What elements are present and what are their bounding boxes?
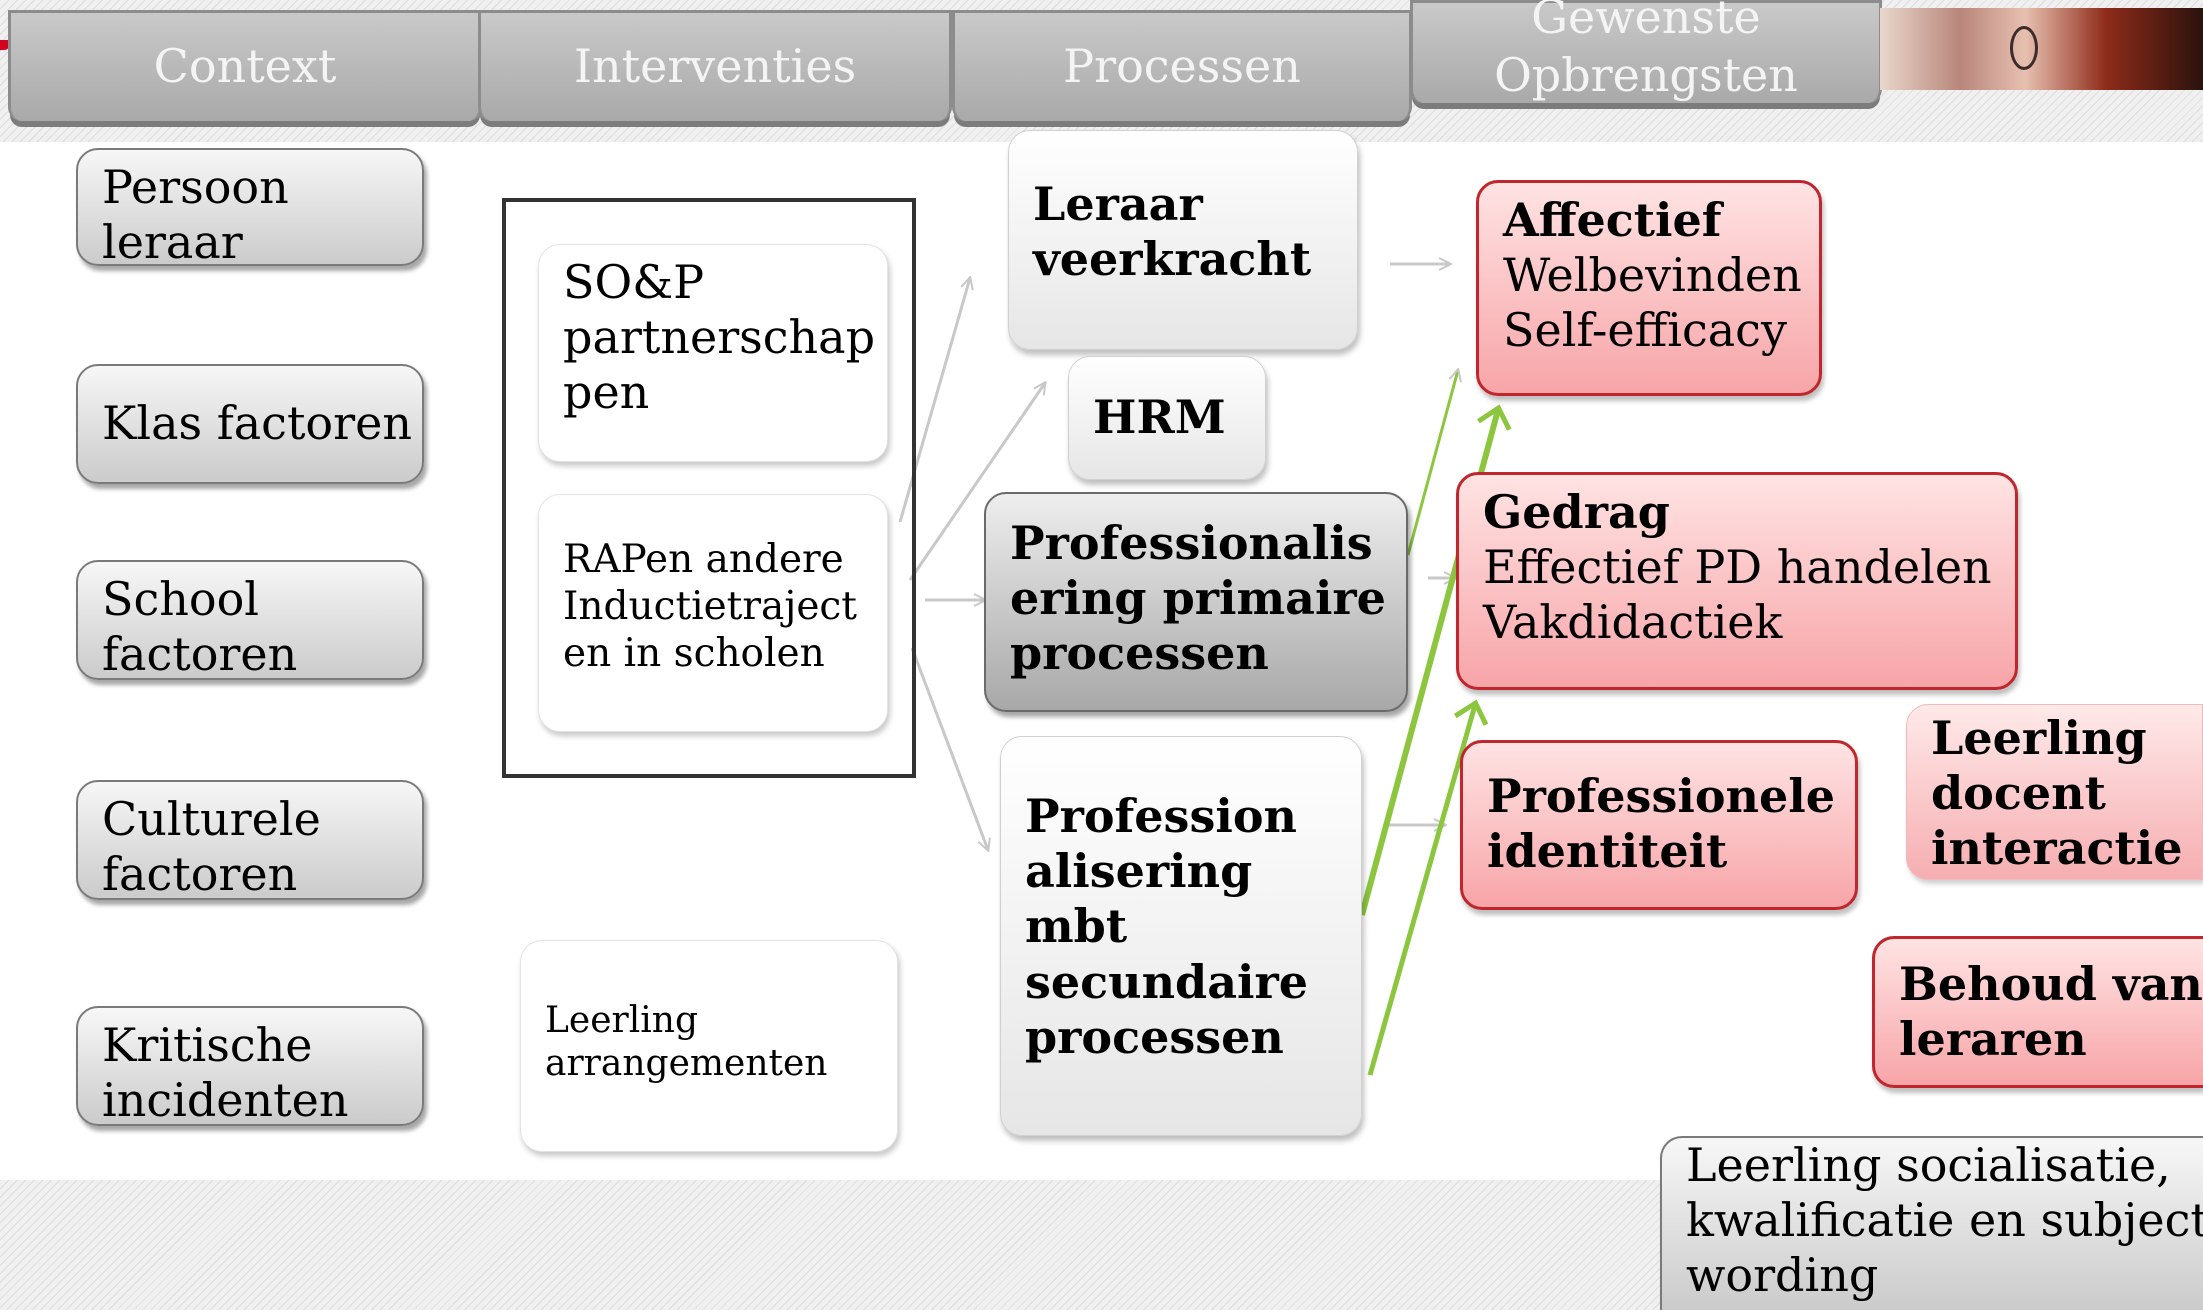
process-hrm: HRM xyxy=(1068,356,1266,480)
header-photo xyxy=(1880,8,2203,90)
intervention-label-line: RAPen andere xyxy=(563,537,844,582)
intervention-label-line: partnerschap xyxy=(563,310,876,365)
intervention-sop-partnerschappen: SO&P partnerschap pen xyxy=(538,244,888,462)
outcome-title: Affectief xyxy=(1503,193,1722,247)
process-label-line: Profession xyxy=(1025,789,1297,843)
arrow-to-hrm xyxy=(908,383,1045,581)
intervention-label-line: pen xyxy=(563,365,650,420)
tab-gewenste-opbrengsten: Gewenste Opbrengsten xyxy=(1410,0,1882,103)
outcome-label-line: interactie xyxy=(1931,821,2183,876)
context-label-line: School xyxy=(102,572,260,626)
tab-context: Context xyxy=(8,10,482,121)
intervention-label-line: SO&P xyxy=(563,255,705,309)
outcome-affectief: Affectief Welbevinden Self-efficacy xyxy=(1476,180,1822,396)
growth-arrow-second xyxy=(1367,699,1489,1076)
outcome-gedrag: Gedrag Effectief PD handelen Vakdidactie… xyxy=(1456,472,2018,690)
outcome-label-line: leraren xyxy=(1899,1012,2087,1067)
context-persoon-leraar: Persoon leraar xyxy=(76,148,424,269)
outcome-label-line: Behoud van xyxy=(1899,957,2203,1011)
context-label-line: Culturele xyxy=(102,792,321,846)
outcome-label-line: identiteit xyxy=(1487,824,1728,879)
process-label-line: mbt xyxy=(1025,899,1128,954)
process-leraar-veerkracht: Leraar veerkracht xyxy=(1008,130,1358,350)
outcome-label-line: kwalificatie en subject xyxy=(1686,1193,2203,1248)
arrow-primair-affectief xyxy=(1406,370,1458,556)
intervention-rap-inductietrajecten: RAPen andere Inductietraject en in schol… xyxy=(538,494,888,732)
outcome-item: Welbevinden xyxy=(1503,248,1802,303)
tab-opbrengsten-line-2: Opbrengsten xyxy=(1494,47,1798,102)
outcome-label-line: docent xyxy=(1931,766,2106,821)
intervention-leerling-arrangementen: Leerling arrangementen xyxy=(520,940,898,1152)
context-kritische-incidenten: Kritische incidenten xyxy=(76,1006,424,1128)
outcome-item: Vakdidactiek xyxy=(1483,595,1783,650)
outcome-leerling-docent-interactie: Leerling docent interactie xyxy=(1906,704,2203,880)
arrow-to-veerkracht xyxy=(898,278,970,523)
outcome-item: Effectief PD handelen xyxy=(1483,540,1992,595)
process-label-line: veerkracht xyxy=(1033,232,1312,287)
outcome-professionele-identiteit: Professionele identiteit xyxy=(1460,740,1858,910)
intervention-label-line: arrangementen xyxy=(545,1043,828,1085)
earring-detail xyxy=(2010,26,2038,70)
context-school-factoren: School factoren xyxy=(76,560,424,682)
context-label-line: Klas factoren xyxy=(102,396,412,451)
context-label-line: leraar xyxy=(102,215,243,270)
outcome-title: Gedrag xyxy=(1483,485,1670,539)
outcome-leerling-socialisatie: Leerling socialisatie, kwalificatie en s… xyxy=(1660,1136,2203,1310)
tab-context-label: Context xyxy=(153,39,337,94)
outcome-label-line: Leerling xyxy=(1931,711,2147,765)
process-label-line: processen xyxy=(1010,626,1269,681)
tab-interventies: Interventies xyxy=(478,10,952,121)
tab-processen-label: Processen xyxy=(1063,39,1301,94)
tab-processen: Processen xyxy=(952,10,1412,121)
context-klas-factoren: Klas factoren xyxy=(76,364,424,484)
process-label-line: secundaire xyxy=(1025,954,1309,1009)
interventions-frame xyxy=(502,198,916,778)
tab-opbrengsten-line-1: Gewenste xyxy=(1531,0,1761,44)
context-label-line: Kritische xyxy=(102,1018,313,1072)
process-label-line: alisering xyxy=(1025,844,1253,899)
outcome-label-line: wording xyxy=(1686,1248,1879,1303)
context-culturele-factoren: Culturele factoren xyxy=(76,780,424,902)
tab-interventies-label: Interventies xyxy=(573,39,857,94)
outcome-behoud-van-leraren: Behoud van leraren xyxy=(1872,936,2203,1088)
intervention-label-line: Leerling xyxy=(545,1000,698,1041)
process-label-line: Leraar xyxy=(1033,177,1203,231)
outcome-label-line: Leerling socialisatie, xyxy=(1686,1138,2171,1192)
outcome-item: Self-efficacy xyxy=(1503,303,1787,358)
brand-mark xyxy=(0,40,10,50)
arrow-to-secundair xyxy=(910,647,988,850)
process-professionalisering-primaire-processen: Professionalis ering primaire processen xyxy=(984,492,1408,712)
intervention-label-line: en in scholen xyxy=(563,630,825,676)
intervention-to-process-arrows xyxy=(898,278,1045,850)
process-label-line: processen xyxy=(1025,1009,1284,1064)
process-label-line: Professionalis xyxy=(1010,516,1373,570)
outcome-label-line: Professionele xyxy=(1487,769,1835,823)
intervention-label-line: Inductietraject xyxy=(563,583,857,629)
context-label-line: factoren xyxy=(102,847,298,902)
context-label-line: Persoon xyxy=(102,160,289,214)
process-label-line: HRM xyxy=(1093,390,1226,445)
process-label-line: ering primaire xyxy=(1010,571,1386,626)
context-label-line: factoren xyxy=(102,627,298,682)
process-professionalisering-secundaire-processen: Profession alisering mbt secundaire proc… xyxy=(1000,736,1362,1136)
context-label-line: incidenten xyxy=(102,1073,349,1128)
